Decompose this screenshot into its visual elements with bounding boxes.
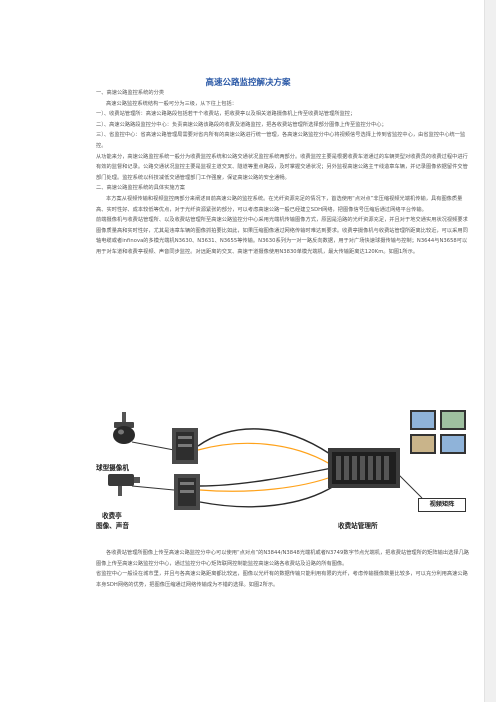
- monitor-wall-icon: [410, 410, 466, 454]
- optical-rack-icon: [328, 448, 400, 488]
- figure-1-diagram: 球型摄像机 收费亭 图像、声音 视频矩阵 收费站管理所: [92, 402, 476, 536]
- optical-transceiver-icon: [174, 474, 200, 510]
- paragraph: 省监控中心一般设在城市里，并且与各高速公路距离都比较远，图像以光纤有的数据传输只…: [96, 571, 468, 588]
- body-text-top: 一、高速公路监控系统的分类 高速公路监控系统结构一般可分为三级，从下往上包括： …: [96, 88, 472, 258]
- camera-label: 球型摄像机: [96, 464, 129, 472]
- vertical-scrollbar[interactable]: [484, 0, 496, 702]
- paragraph: 各收费站管理所图像上传至高速公路监控分中心可以使用“点对点”的N3844/N38…: [96, 550, 470, 567]
- diagram-drawing: [108, 410, 466, 510]
- video-matrix-label: 视频矩阵: [418, 498, 466, 512]
- section-heading-2: 二、高速公路监控系统的具体实施方案: [96, 185, 186, 192]
- paragraph: 本方案从视频传输和视频监控两部分来阐述目前高速公路的监控系统。在光纤资源充足的情…: [96, 195, 463, 213]
- booth-camera-icon: [108, 474, 140, 496]
- toll-station-label: 收费站管理所: [338, 522, 378, 530]
- section-heading-1: 一、高速公路监控系统的分类: [96, 90, 165, 96]
- optical-transceiver-icon: [172, 428, 198, 464]
- list-item: 二）、高速公路路段监控分中心：负责高速公路该路段的收费及道路监控，把各收费站管理…: [96, 121, 387, 128]
- booth-label-line2: 图像、声音: [96, 522, 129, 530]
- list-item: 三）、省监控中心：省高速公路管理局需要对省内所有的高速公路进行统一管理，各高速公…: [96, 132, 466, 149]
- dome-camera-icon: [113, 412, 135, 444]
- paragraph: 前端摄像机与收费站管理所、以及收费站管理所至高速公路监控分中心采用光端机传输图像…: [96, 217, 468, 255]
- body-text-bottom: 各收费站管理所图像上传至高速公路监控分中心可以使用“点对点”的N3844/N38…: [96, 548, 472, 590]
- page-title: 高速公路监控解决方案: [205, 78, 291, 88]
- paragraph: 高速公路监控系统结构一般可分为三级，从下往上包括：: [106, 100, 237, 107]
- booth-label-line1: 收费亭: [102, 512, 122, 520]
- list-item: 一）、收费站管理所：高速公路路段包括若干个收费站，把收费亭以及相关道路摄像机上传…: [96, 111, 356, 118]
- paragraph: 从功能来分，高速公路监控系统一般分为收费监控系统和公路交通状况监控系统两部分。收…: [96, 153, 468, 181]
